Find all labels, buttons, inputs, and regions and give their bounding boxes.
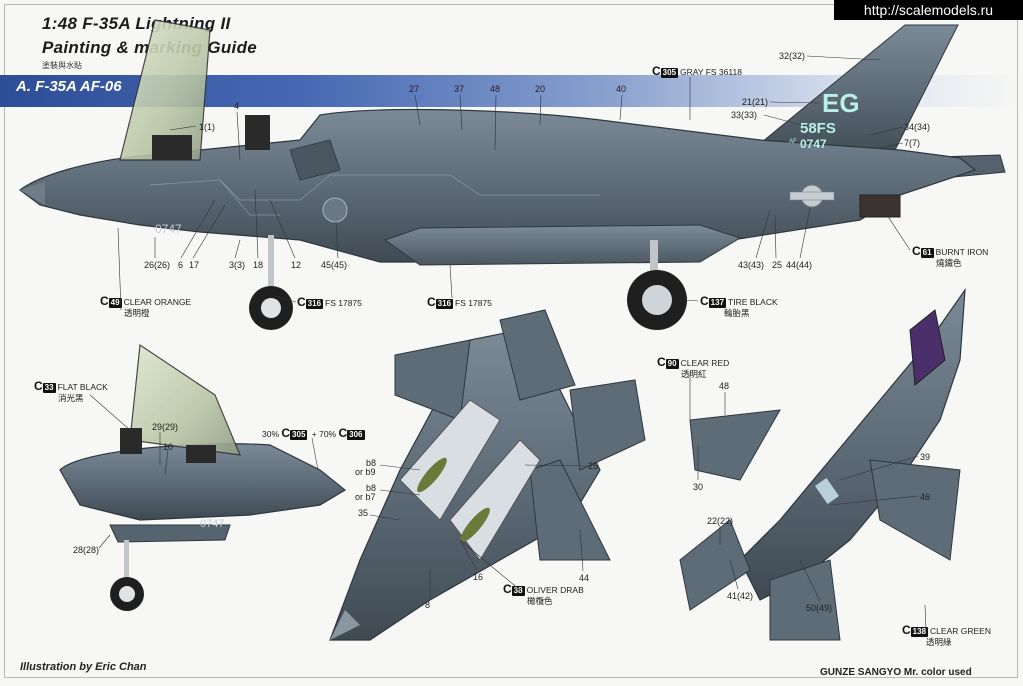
decal-26: 26(26) — [144, 260, 171, 270]
nose-detail-view — [59, 343, 347, 611]
decal-46: 46 — [920, 492, 931, 502]
decal-37: 37 — [454, 84, 465, 94]
decal-48: 48 — [490, 84, 501, 94]
decal-6: 6 — [178, 260, 184, 270]
top-view — [679, 287, 966, 641]
decal-44: 44(44) — [786, 260, 813, 270]
tail-af-label: AF — [789, 139, 797, 145]
watermark-label[interactable]: http://scalemodels.ru — [834, 0, 1023, 20]
decal-25: 25 — [772, 260, 783, 270]
decal-16: 16 — [473, 572, 484, 582]
subtitle-chinese: 塗裝與水貼 — [42, 61, 82, 70]
decal-41: 41(42) — [727, 591, 754, 601]
side-view — [18, 19, 1006, 330]
decal-22: 22(22) — [707, 516, 734, 526]
illustration-credit: Illustration by Eric Chan — [20, 661, 147, 673]
decal-18: 18 — [253, 260, 264, 270]
decal-12: 12 — [291, 260, 302, 270]
decal-44b: 44 — [579, 573, 590, 583]
decal-27: 27 — [409, 84, 420, 94]
nose-serial: 0747 — [155, 222, 182, 236]
decal-35: 35 — [358, 508, 369, 518]
decal-39: 39 — [920, 452, 931, 462]
decal-32: 32(32) — [779, 51, 806, 61]
decal-20: 20 — [535, 84, 546, 94]
bottom-view — [329, 309, 646, 641]
tail-code: EG — [822, 88, 860, 118]
decal-b8a: b8 — [366, 458, 377, 468]
decal-50: 50(49) — [806, 603, 833, 613]
tail-serial: 0747 — [800, 137, 827, 151]
decal-1: 1(1) — [199, 122, 216, 132]
decal-21: 21(21) — [742, 97, 769, 107]
decal-25b: 25 — [588, 461, 599, 471]
decal-33: 33(33) — [731, 110, 758, 120]
decal-29: 29(29) — [152, 422, 179, 432]
decal-10: 10 — [163, 442, 174, 452]
variant-label: A. F-35A AF-06 — [16, 78, 122, 95]
decal-3: 3(3) — [229, 260, 246, 270]
decal-43: 43(43) — [738, 260, 765, 270]
decal-7: 7(7) — [904, 138, 921, 148]
decal-40: 40 — [616, 84, 627, 94]
decal-4: 4 — [234, 101, 240, 111]
tail-squadron: 58FS — [800, 120, 836, 137]
decal-45: 45(45) — [321, 260, 348, 270]
detail-nose-serial: 0747 — [200, 518, 225, 530]
page-border — [4, 4, 1018, 678]
decal-28: 28(28) — [73, 545, 100, 555]
paint-brand: GUNZE SANGYO Mr. color used — [820, 667, 972, 678]
decal-17: 17 — [189, 260, 200, 270]
decal-b9: or b9 — [355, 467, 376, 477]
decal-b8b: b8 — [366, 483, 377, 493]
decal-8: 8 — [425, 600, 431, 610]
decal-30: 30 — [693, 482, 704, 492]
decal-34: 34(34) — [904, 122, 931, 132]
decal-b7: or b7 — [355, 492, 376, 502]
decal-48b: 48 — [719, 381, 730, 391]
